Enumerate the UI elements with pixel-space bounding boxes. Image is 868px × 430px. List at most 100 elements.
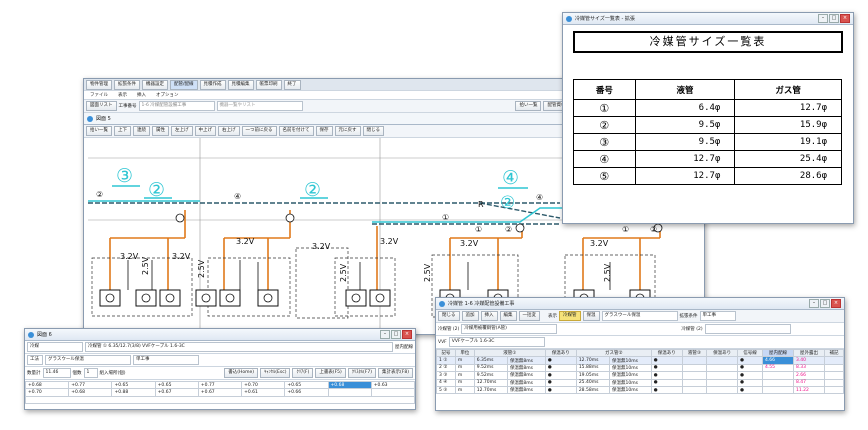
menu-tab-6[interactable]: 帳票印刷 — [255, 79, 282, 90]
minimize-icon[interactable]: – — [818, 14, 828, 23]
table-row[interactable]: 2 ② m 9.52ms 保温無8ms ● 15.88ms 保温無10ms ● … — [436, 363, 844, 373]
crystal-button[interactable]: ｸﾘｽﾀﾙ(F7) — [347, 368, 377, 378]
cell[interactable]: +0.70 — [241, 380, 286, 390]
menu-tab-1[interactable]: 拡張条件 — [114, 79, 140, 90]
row-liquid[interactable]: 12.70ms — [473, 385, 508, 395]
cell[interactable]: +0.70 — [25, 388, 70, 397]
row-indoor[interactable] — [762, 371, 795, 380]
add-button[interactable]: 追加 — [461, 311, 479, 321]
row-outdoor[interactable]: 3.40 — [793, 356, 826, 365]
table-row[interactable]: 4 ④ m 12.70ms 保温無8ms ● 25.40ms 保温無10ms ●… — [436, 378, 844, 387]
cell[interactable]: +0.68 — [68, 388, 113, 397]
cell[interactable]: +0.77 — [68, 380, 113, 390]
category-field[interactable]: 冷媒 — [27, 342, 83, 352]
tab-refrigerant[interactable]: 冷媒管 — [559, 311, 581, 321]
edit-button[interactable]: 編集 — [499, 311, 517, 321]
row-liquid[interactable]: 9.52ms — [473, 371, 508, 380]
row-outdoor[interactable]: 8.47 — [793, 378, 826, 387]
tab-insulation[interactable]: 保温 — [582, 311, 600, 321]
row-gas[interactable]: 28.58ms — [575, 385, 611, 395]
row-indoor[interactable]: 4.66 — [762, 356, 795, 365]
cell[interactable]: +0.65 — [284, 380, 329, 390]
row-note[interactable] — [824, 363, 844, 373]
pipe-material-field[interactable]: 冷媒用被覆銅管(A管) — [461, 324, 558, 334]
row-gas-ins[interactable]: 保温無10ms — [609, 356, 652, 365]
cell[interactable]: +0.66 — [284, 388, 329, 397]
method-field[interactable]: 工法 — [27, 355, 43, 365]
row-note[interactable] — [824, 371, 844, 380]
project-combo[interactable]: 1-6 冷媒配管設備工事 — [138, 101, 215, 111]
close-icon[interactable]: × — [831, 299, 841, 308]
row-gas[interactable]: 15.88ms — [575, 363, 611, 373]
cell[interactable]: +0.63 — [370, 380, 415, 390]
row-indoor[interactable] — [762, 378, 795, 387]
equipment-search[interactable]: 機器一覧やリスト — [216, 101, 303, 111]
tb2-10[interactable]: 元に戻す — [334, 126, 361, 136]
row-liquid-ins[interactable]: 保温無8ms — [506, 385, 546, 395]
row-liquid-ins[interactable]: 保温無8ms — [506, 356, 546, 365]
bulk-change-button[interactable]: 一括変 — [518, 311, 540, 321]
table-row[interactable]: 5 ⑤ m 12.70ms 保温無8ms ● 28.58ms 保温無10ms ●… — [436, 385, 844, 395]
row-liquid-ins[interactable]: 保温無8ms — [506, 378, 546, 387]
row-liquid-ins[interactable]: 保温無8ms — [506, 371, 546, 380]
row-note[interactable] — [824, 356, 844, 365]
row-outdoor[interactable]: 11.22 — [793, 385, 826, 395]
row-note[interactable] — [824, 385, 844, 395]
menu-insert[interactable]: 挿入 — [137, 93, 146, 98]
menu-view[interactable]: 表示 — [118, 93, 127, 98]
cell-selected[interactable]: +0.68 — [327, 380, 372, 390]
total-button[interactable]: 集計表示(F8) — [378, 368, 413, 378]
close-icon[interactable]: × — [402, 330, 412, 339]
row-gas-ins[interactable]: 保温無10ms — [609, 385, 652, 395]
insulation-type-field[interactable]: グラスウール保温 — [601, 311, 678, 321]
minimize-icon[interactable]: – — [380, 330, 390, 339]
row-gas[interactable]: 25.40ms — [575, 378, 611, 387]
menu-tab-7[interactable]: 終了 — [283, 79, 301, 90]
tb2-1[interactable]: 上下 — [114, 126, 131, 136]
maximize-icon[interactable]: □ — [391, 330, 401, 339]
tb2-9[interactable]: 保存 — [315, 126, 333, 136]
cell[interactable] — [327, 388, 372, 397]
qty-value[interactable]: 11.46 — [42, 368, 71, 378]
maximize-icon[interactable]: □ — [820, 299, 830, 308]
close-icon[interactable]: × — [840, 14, 850, 23]
clear-button[interactable]: ｸﾘｱ(F) — [292, 368, 314, 378]
table-row[interactable]: 1 ① m 6.35ms 保温無8ms ● 12.70ms 保温無10ms ● … — [436, 356, 844, 365]
cable-field[interactable]: VVFケーブル 1.6-3C — [448, 337, 545, 347]
row-gas[interactable]: 12.70ms — [575, 356, 611, 365]
tb2-8[interactable]: 名前を付けて — [278, 126, 314, 136]
minimize-icon[interactable]: – — [809, 299, 819, 308]
tb2-11[interactable]: 閉じる — [362, 126, 384, 136]
tb2-4[interactable]: 左上げ — [171, 126, 193, 136]
menu-tab-0[interactable]: 物件管理 — [86, 79, 112, 90]
row-outdoor[interactable]: 8.33 — [793, 363, 826, 373]
tb2-0[interactable]: 拾い一覧 — [86, 126, 112, 136]
row-liquid-ins[interactable]: 保温無8ms — [506, 363, 546, 373]
work-type-field[interactable]: 単工事 — [133, 355, 199, 365]
cell[interactable]: +0.68 — [25, 380, 70, 390]
cell[interactable] — [370, 388, 415, 397]
tb2-5[interactable]: 中上げ — [194, 126, 216, 136]
drawing-list-button[interactable]: 図面リスト — [86, 101, 117, 111]
menu-tab-2[interactable]: 機器設定 — [142, 79, 168, 90]
row-gas-ins[interactable]: 保温無10ms — [609, 371, 652, 380]
row-gas-ins[interactable]: 保温無10ms — [609, 378, 652, 387]
table-row[interactable]: 3 ③ m 9.52ms 保温無8ms ● 19.05ms 保温無10ms ● … — [436, 371, 844, 380]
menu-options[interactable]: オプション — [156, 93, 179, 98]
row-indoor[interactable]: 4.55 — [762, 363, 795, 373]
insulation-field[interactable]: グラスウール保温 — [45, 355, 131, 365]
maximize-icon[interactable]: □ — [829, 14, 839, 23]
tb2-6[interactable]: 右上げ — [218, 126, 240, 136]
row-liquid[interactable]: 6.35ms — [473, 356, 508, 365]
tb1-right-0[interactable]: 拾い一覧 — [515, 101, 542, 111]
menu-file[interactable]: ファイル — [90, 93, 108, 98]
tb2-7[interactable]: 一つ前に戻る — [241, 126, 277, 136]
cancel-button[interactable]: ｷｬﾝｾﾙ(Esc) — [260, 368, 291, 378]
row-outdoor[interactable]: 2.66 — [793, 371, 826, 380]
tb2-3[interactable]: 属性 — [152, 126, 169, 136]
overwrite-button[interactable]: 上書表(F5) — [315, 368, 346, 378]
insert-button[interactable]: 挿入 — [480, 311, 498, 321]
write-button[interactable]: 書込(Home) — [224, 368, 259, 378]
cell[interactable]: +0.61 — [241, 388, 286, 397]
cell[interactable]: +0.65 — [154, 380, 199, 390]
